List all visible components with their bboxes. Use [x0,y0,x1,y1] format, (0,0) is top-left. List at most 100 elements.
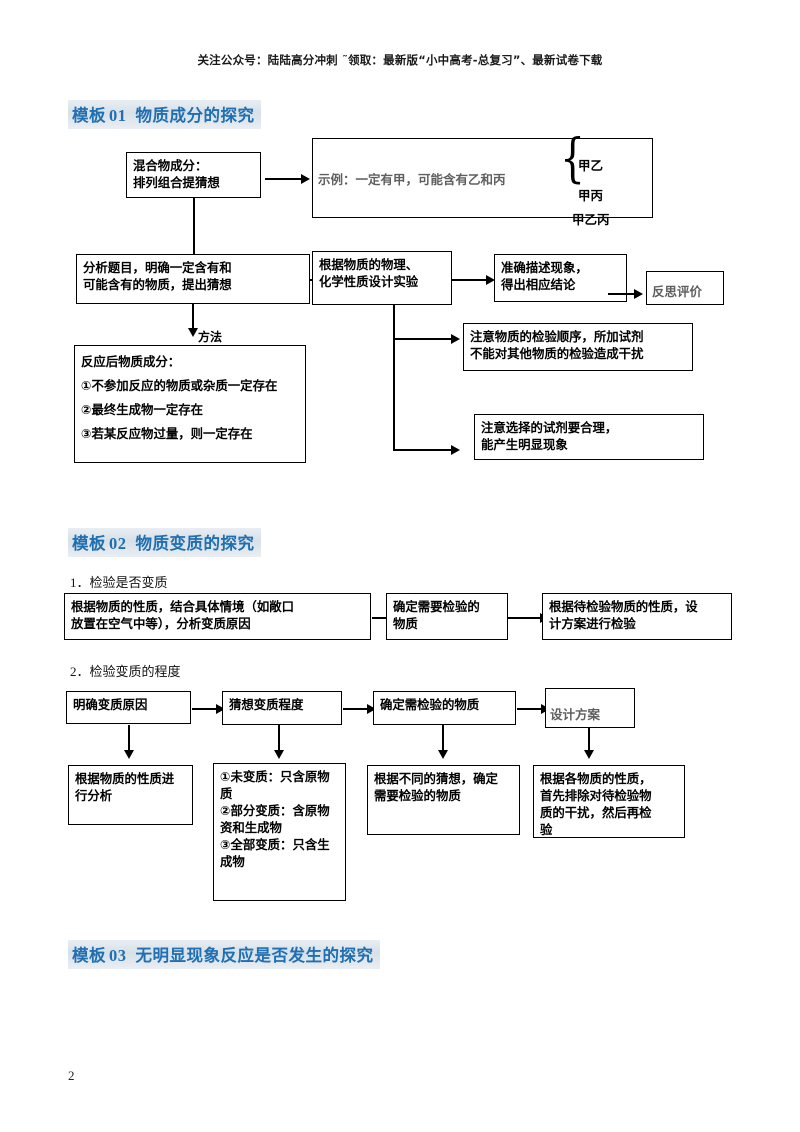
connector-mixture-to-analyze [193,198,195,254]
example-option-3: 甲乙丙 [572,212,610,227]
box-analyze-line1: 分析题目，明确一定含有和 [83,260,232,275]
arrowhead-mixture-to-example [301,173,310,184]
box-design-plan-verify: 根据待检验物质的性质，设 计方案进行检验 [542,593,732,640]
box-design-plan-text-clip: 设计方案 [550,706,634,726]
box-exclude-interference: 根据各物质的性质， 首先排除对待检验物 质的干扰，然后再检 验 [533,765,685,838]
section-name-02: 物质变质的探究 [135,534,255,553]
box-design-plan-text: 设计方案 [550,707,601,722]
arrowhead-note1 [451,333,460,344]
connector-r2-1-to-2 [192,708,218,710]
box-degree-list-line3: ②部分变质：含原物 [220,803,330,818]
box-note-reagent-line1: 注意选择的试剂要合理， [481,420,618,435]
example-option-1: 甲乙 [578,158,604,173]
edge-label-method: 方法 [198,330,223,344]
box-note-reagent: 注意选择的试剂要合理， 能产生明显现象 [474,414,704,460]
connector-r2-3-to-4 [517,708,543,710]
example-option-2: 甲丙 [578,188,604,203]
box-describe-phenomena: 准确描述现象， 得出相应结论 [494,254,627,302]
arrowhead-r2-1-down [123,750,134,759]
section-name-01: 物质成分的探究 [135,106,255,125]
box-determine-substance: 确定需要检验的 物质 [386,593,508,640]
box-design-experiment: 根据物质的物理、 化学性质设计实验 [312,251,452,305]
section-number-02: 02 [109,534,127,553]
connector-r2-2-to-3 [343,708,369,710]
box-guess-degree: 猜想变质程度 [222,691,342,725]
connector-design-branch-trunk [393,305,395,450]
box-after-reaction-composition: 反应后物质成分： ①不参加反应的物质或杂质一定存在 ②最终生成物一定存在 ③若某… [74,345,306,463]
page-number: 2 [68,1068,75,1083]
box-degree-list-line5: ③全部变质：只含生 [220,837,330,852]
box-design-plan-verify-line2: 计方案进行检验 [549,616,636,631]
box-review-text: 反思评价 [652,284,703,299]
sub-heading-1: 1．检验是否变质 [70,575,168,590]
box-review [646,271,724,305]
box-determine-substance-line2: 物质 [393,616,418,631]
box-determine-check-substance-text: 确定需检验的物质 [380,697,480,712]
connector-design-to-describe [452,279,488,281]
arrowhead-note2 [451,444,460,455]
arrowhead-r2-2-down [273,750,284,759]
box-degree-list-line6: 成物 [220,854,245,869]
box-degree-list: ①未变质：只含原物 质 ②部分变质：含原物 资和生成物 ③全部变质：只含生 成物 [213,763,346,901]
box-note-order-line1: 注意物质的检验顺序，所加试剂 [470,329,644,344]
box-after-reaction-line3: ②最终生成物一定存在 [81,402,204,417]
box-clarify-reason-text: 明确变质原因 [73,697,148,712]
box-variation-reason-line1: 根据物质的性质，结合具体情境（如敞口 [71,599,295,614]
box-design-line1: 根据物质的物理、 [319,257,419,272]
box-review-text-clip: 反思评价 [652,283,722,301]
arrowhead-design-to-describe [486,274,495,285]
box-after-reaction-line4: ③若某反应物过量，则一定存在 [81,426,253,441]
box-degree-list-line4: 资和生成物 [220,820,282,835]
box-determine-check-substance: 确定需检验的物质 [373,691,516,725]
box-degree-list-line1: ①未变质：只含原物 [220,769,330,784]
connector-r2-3-down [442,725,444,753]
box-example [312,138,653,218]
brace-icon: { [560,129,585,189]
box-exclude-interference-line3: 质的干扰，然后再检 [540,805,652,820]
connector-r2-2-down [278,725,280,753]
box-note-order-line2: 不能对其他物质的检验造成干扰 [470,346,644,361]
arrowhead-r2-4-down [583,750,594,759]
section-number-03: 03 [109,946,127,965]
section-label-02: 模板 [72,534,106,553]
section-name-03: 无明显现象反应是否发生的探究 [135,946,374,965]
box-guess-determine-line1: 根据不同的猜想，确定 [374,771,498,786]
section-number-01: 01 [109,106,127,125]
box-exclude-interference-line1: 根据各物质的性质， [540,771,652,786]
box-guess-degree-text: 猜想变质程度 [229,697,304,712]
box-analyze-by-property-line2: 行分析 [75,788,113,803]
box-mixture-line1: 混合物成分： [133,158,208,173]
box-note-reagent-line2: 能产生明显现象 [481,437,568,452]
connector-to-note2 [393,449,453,451]
box-exclude-interference-line2: 首先排除对待检验物 [540,788,652,803]
box-example-text: 示例：一定有甲，可能含有乙和丙 [318,172,506,187]
arrowhead-r2-1-to-2 [216,703,225,714]
box-after-reaction-line1: 反应后物质成分： [81,354,181,369]
box-mixture-line2: 排列组合提猜想 [133,175,220,190]
box-exclude-interference-line4: 验 [540,822,553,837]
box-example-text-clip: 示例：一定有甲，可能含有乙和丙 [318,172,548,191]
box-describe-line1: 准确描述现象， [501,260,588,275]
connector-r1-2-to-3 [508,617,542,619]
section-label-01: 模板 [72,106,106,125]
box-analyze-by-property-line1: 根据物质的性质进 [75,771,175,786]
arrowhead-r2-3-down [437,750,448,759]
box-mixture-composition: 混合物成分： 排列组合提猜想 [126,152,261,198]
box-analyze-question: 分析题目，明确一定含有和 可能含有的物质，提出猜想 [76,254,310,304]
box-variation-reason: 根据物质的性质，结合具体情境（如敞口 放置在空气中等），分析变质原因 [64,593,371,640]
box-clarify-reason: 明确变质原因 [66,691,191,724]
arrowhead-r2-2-to-3 [367,703,376,714]
box-describe-line2: 得出相应结论 [501,277,576,292]
box-determine-substance-line1: 确定需要检验的 [393,599,480,614]
connector-mixture-to-example [265,178,303,180]
box-after-reaction-line2: ①不参加反应的物质或杂质一定存在 [81,378,278,393]
connector-r2-1-down [128,725,130,753]
box-guess-determine-line2: 需要检验的物质 [374,788,461,803]
sub-heading-2: 2．检验变质的程度 [70,664,181,679]
box-analyze-by-property: 根据物质的性质进 行分析 [68,765,193,825]
connector-to-note1 [393,338,453,340]
page-header: 关注公众号：陆陆高分冲刺 ˜领取：最新版“小中高考-总复习”、最新试卷下载 [197,53,603,67]
